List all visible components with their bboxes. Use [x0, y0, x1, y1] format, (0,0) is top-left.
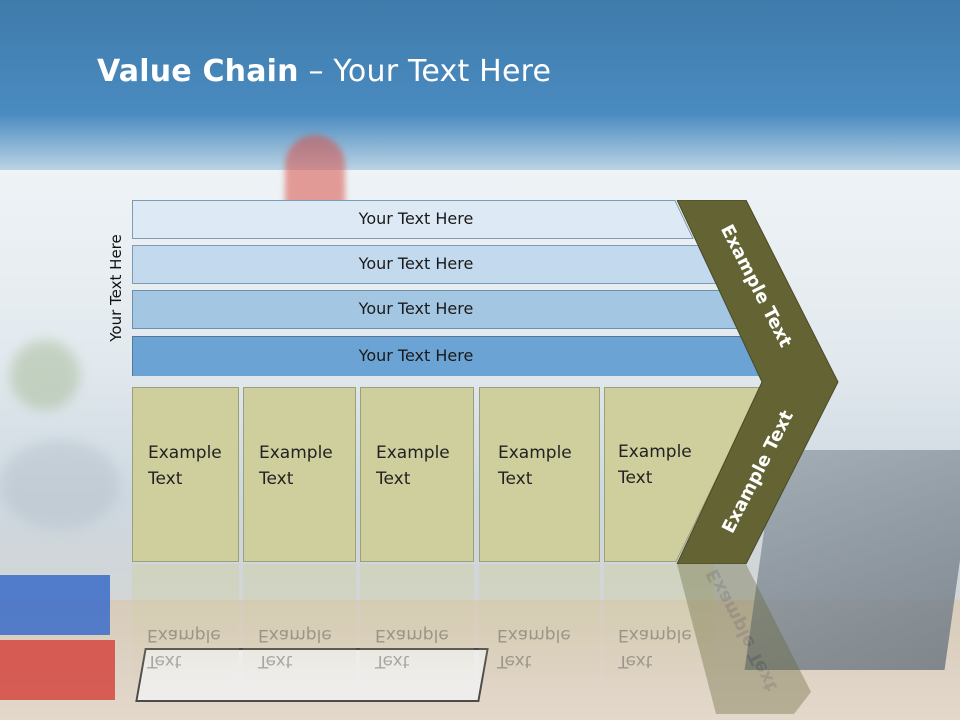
bar-4[interactable]: Your Text Here: [132, 336, 764, 376]
side-label[interactable]: Your Text Here: [107, 234, 125, 342]
bar-4-label: Your Text Here: [358, 346, 474, 365]
bar-1[interactable]: Your Text Here: [132, 200, 694, 239]
bar-2-label: Your Text Here: [358, 254, 474, 273]
chevron-reflection: Example Text: [676, 564, 840, 714]
slide-title[interactable]: Value Chain – Your Text Here: [97, 54, 551, 89]
bar-4-shape: [132, 336, 764, 376]
bar-1-label: Your Text Here: [358, 209, 474, 228]
plant-blur: [10, 340, 80, 410]
example-box-5-shape: [604, 387, 762, 562]
chevron-shape: [676, 200, 839, 564]
title-rest: – Your Text Here: [298, 54, 552, 89]
bar-3-label: Your Text Here: [358, 299, 474, 318]
bar-2[interactable]: Your Text Here: [132, 245, 717, 284]
title-bold: Value Chain: [97, 54, 299, 89]
header-band: [0, 0, 960, 190]
value-chevron[interactable]: Example Text Example Text: [676, 200, 840, 564]
blue-binder: [0, 575, 110, 635]
red-binder: [0, 640, 115, 700]
chevron-reflection-shape: [677, 564, 811, 714]
shelf-blur: [0, 440, 120, 530]
bar-3[interactable]: Your Text Here: [132, 290, 740, 329]
bar-1-shape: [132, 200, 694, 239]
